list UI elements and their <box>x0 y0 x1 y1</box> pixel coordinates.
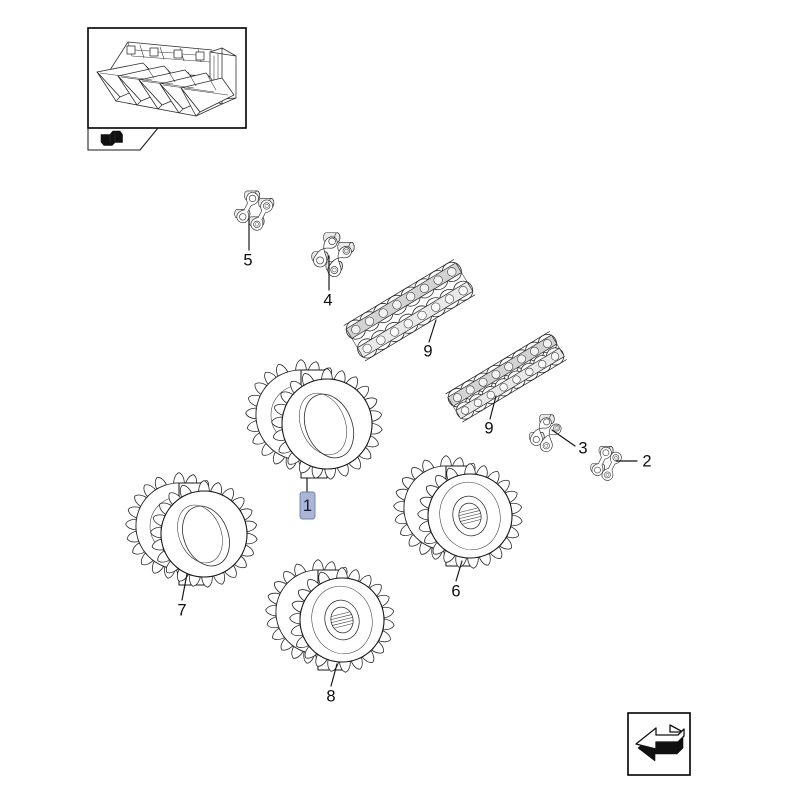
direction-arrow-icon <box>635 724 685 762</box>
callout-labels: 1 2 3 4 5 6 7 8 <box>177 251 651 705</box>
callout-7[interactable]: 7 <box>177 601 186 619</box>
callout-4-label: 4 <box>323 291 332 309</box>
callout-4[interactable]: 4 <box>323 291 332 309</box>
corn-header-drawing <box>96 41 237 117</box>
part-sprocket-7 <box>125 472 259 589</box>
callout-9-upper-label: 9 <box>423 342 432 360</box>
callout-1-highlight <box>299 491 316 520</box>
direction-arrow-icon-box <box>627 712 691 776</box>
leader-6 <box>455 560 463 582</box>
callout-9-lower-label: 9 <box>484 419 493 437</box>
part-sprocket-8 <box>265 559 396 674</box>
leader-8 <box>330 663 338 687</box>
callout-3[interactable]: 3 <box>578 439 587 457</box>
part-sprocket-6 <box>393 455 524 570</box>
callout-8[interactable]: 8 <box>326 687 335 705</box>
part-offset-link-double <box>310 232 356 280</box>
callout-9-lower[interactable]: 9 <box>484 419 493 437</box>
callout-5[interactable]: 5 <box>243 251 252 269</box>
leader-lines <box>181 218 638 687</box>
part-sprocket-1 <box>245 359 384 481</box>
leader-3 <box>551 429 576 447</box>
arrow-flag-icon <box>100 130 123 146</box>
callout-1[interactable]: 1 <box>299 491 316 520</box>
part-roller-chain-double <box>343 259 476 362</box>
leader-9-upper <box>428 319 437 343</box>
leader-9-lower <box>489 395 497 420</box>
callout-7-label: 7 <box>177 601 186 619</box>
callout-3-label: 3 <box>578 439 587 457</box>
part-connecting-link-single <box>589 445 624 483</box>
callout-6[interactable]: 6 <box>451 582 460 600</box>
callout-2-label: 2 <box>642 452 651 470</box>
callout-8-label: 8 <box>326 687 335 705</box>
callout-9-upper[interactable]: 9 <box>423 342 432 360</box>
part-roller-chain-single <box>445 331 567 423</box>
callout-2[interactable]: 2 <box>642 452 651 470</box>
part-connecting-link-double <box>234 190 275 233</box>
callout-5-label: 5 <box>243 251 252 269</box>
callout-6-label: 6 <box>451 582 460 600</box>
callout-1-label: 1 <box>303 497 312 515</box>
corn-header-inset <box>87 27 247 151</box>
part-offset-link-single <box>527 414 565 455</box>
leader-7 <box>181 573 188 601</box>
